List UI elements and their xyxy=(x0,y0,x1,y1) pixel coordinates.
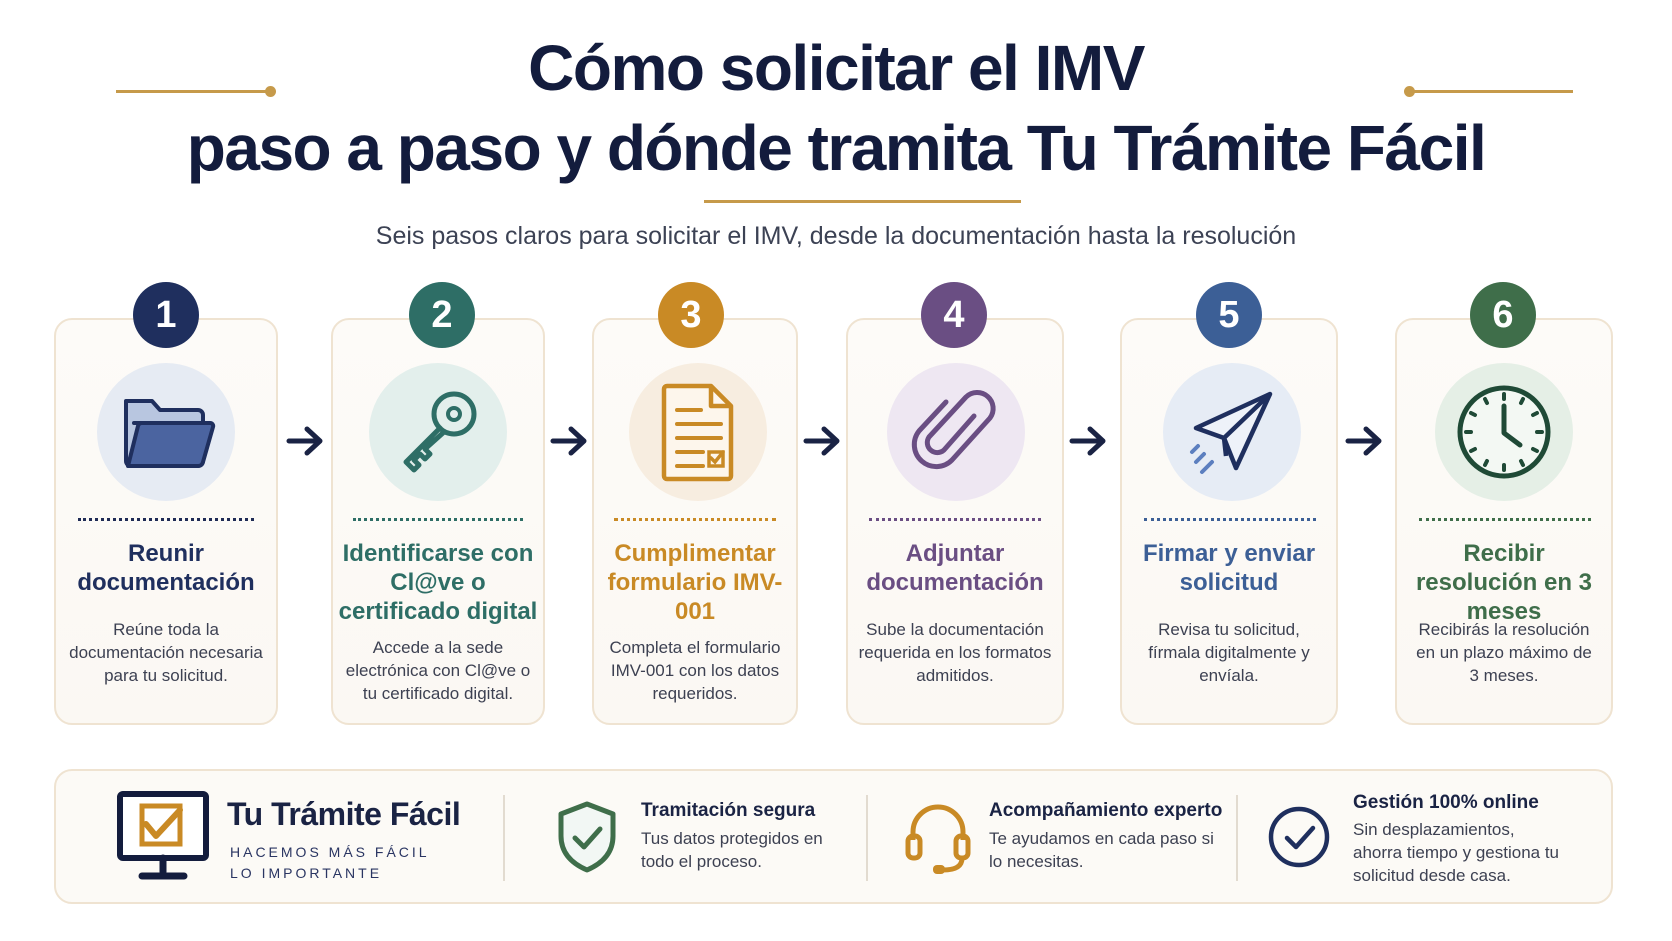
footer-divider-3 xyxy=(1236,795,1238,881)
step-title-4: Adjuntar documentación xyxy=(866,540,1044,596)
step-divider-5 xyxy=(1144,518,1316,521)
key-icon xyxy=(403,391,477,473)
shield-check-icon xyxy=(558,801,616,873)
brand-tagline: HACEMOS MÁS FÁCIL LO IMPORTANTE xyxy=(230,842,430,884)
subtitle: Seis pasos claros para solicitar el IMV,… xyxy=(375,222,1297,250)
title-decoration-left-dot xyxy=(265,86,276,97)
feature-description-1: Tus datos protegidos en todo el proceso. xyxy=(641,829,823,871)
step-title-2: Identificarse con Cl@ve o certificado di… xyxy=(338,540,538,625)
footer-divider-2 xyxy=(866,795,868,881)
step-divider-6 xyxy=(1419,518,1591,521)
step-title-3: Cumplimentar formulario IMV-001 xyxy=(607,540,783,625)
footer-panel xyxy=(54,769,1613,904)
title-decoration-right-line xyxy=(1410,90,1573,93)
page-title: Cómo solicitar el IMV paso a paso y dónd… xyxy=(0,28,1672,188)
step-description-3: Completa el formulario IMV-001 con los d… xyxy=(609,638,781,703)
feature-title-2: Acompañamiento experto xyxy=(989,800,1223,821)
step-title-5: Firmar y enviar solicitud xyxy=(1142,540,1316,596)
step-description-4: Sube la documentación requerida en los f… xyxy=(858,620,1052,685)
step-number-badge-3: 3 xyxy=(658,282,724,348)
clock-icon xyxy=(1457,385,1551,479)
step-title-6: Recibir resolución en 3 meses xyxy=(1415,540,1593,625)
step-icon-circle-2 xyxy=(369,363,507,501)
form-document-icon xyxy=(661,383,734,482)
arrow-right-icon-3 xyxy=(803,426,840,456)
step-number-badge-5: 5 xyxy=(1196,282,1262,348)
step-icon-circle-6 xyxy=(1435,363,1573,501)
step-number-badge-2: 2 xyxy=(409,282,475,348)
title-decoration-left-line xyxy=(116,90,270,93)
step-icon-circle-3 xyxy=(629,363,767,501)
title-decoration-right-dot xyxy=(1404,86,1415,97)
step-divider-4 xyxy=(869,518,1041,521)
folder-icon xyxy=(124,399,216,468)
brand-tagline-line-2: LO IMPORTANTE xyxy=(230,865,383,881)
step-number-badge-6: 6 xyxy=(1470,282,1536,348)
step-description-5: Revisa tu solicitud, fírmala digitalment… xyxy=(1148,620,1310,685)
monitor-check-icon xyxy=(117,791,209,880)
step-number-badge-4: 4 xyxy=(921,282,987,348)
step-icon-circle-5 xyxy=(1163,363,1301,501)
step-divider-1 xyxy=(78,518,254,521)
title-line-2: paso a paso y dónde tramita Tu Trámite F… xyxy=(186,112,1487,184)
step-icon-circle-4 xyxy=(887,363,1025,501)
check-circle-icon xyxy=(1268,806,1330,868)
footer-divider-1 xyxy=(503,795,505,881)
feature-title-3: Gestión 100% online xyxy=(1353,792,1539,813)
headset-icon xyxy=(905,804,971,874)
paper-plane-icon xyxy=(1190,391,1273,474)
arrow-right-icon-2 xyxy=(550,426,587,456)
paperclip-icon xyxy=(911,390,996,470)
arrow-right-icon-4 xyxy=(1069,426,1106,456)
step-divider-2 xyxy=(353,518,523,521)
feature-description-3: Sin desplazamientos, ahorra tiempo y ges… xyxy=(1353,820,1560,885)
feature-description-2: Te ayudamos en cada paso si lo necesitas… xyxy=(989,829,1214,871)
brand-tagline-line-1: HACEMOS MÁS FÁCIL xyxy=(230,844,430,860)
title-line-1: Cómo solicitar el IMV xyxy=(528,32,1145,104)
step-number-badge-1: 1 xyxy=(133,282,199,348)
step-description-6: Recibirás la resolución en un plazo máxi… xyxy=(1416,620,1592,685)
step-title-1: Reunir documentación xyxy=(77,540,255,596)
step-description-1: Reúne toda la documentación necesaria pa… xyxy=(69,620,263,685)
title-underline xyxy=(704,200,1021,203)
arrow-right-icon-1 xyxy=(286,426,323,456)
arrow-right-icon-5 xyxy=(1345,426,1382,456)
step-divider-3 xyxy=(614,518,776,521)
brand-name: Tu Trámite Fácil xyxy=(227,796,461,832)
feature-title-1: Tramitación segura xyxy=(641,800,816,821)
step-icon-circle-1 xyxy=(97,363,235,501)
step-description-2: Accede a la sede electrónica con Cl@ve o… xyxy=(345,638,531,703)
